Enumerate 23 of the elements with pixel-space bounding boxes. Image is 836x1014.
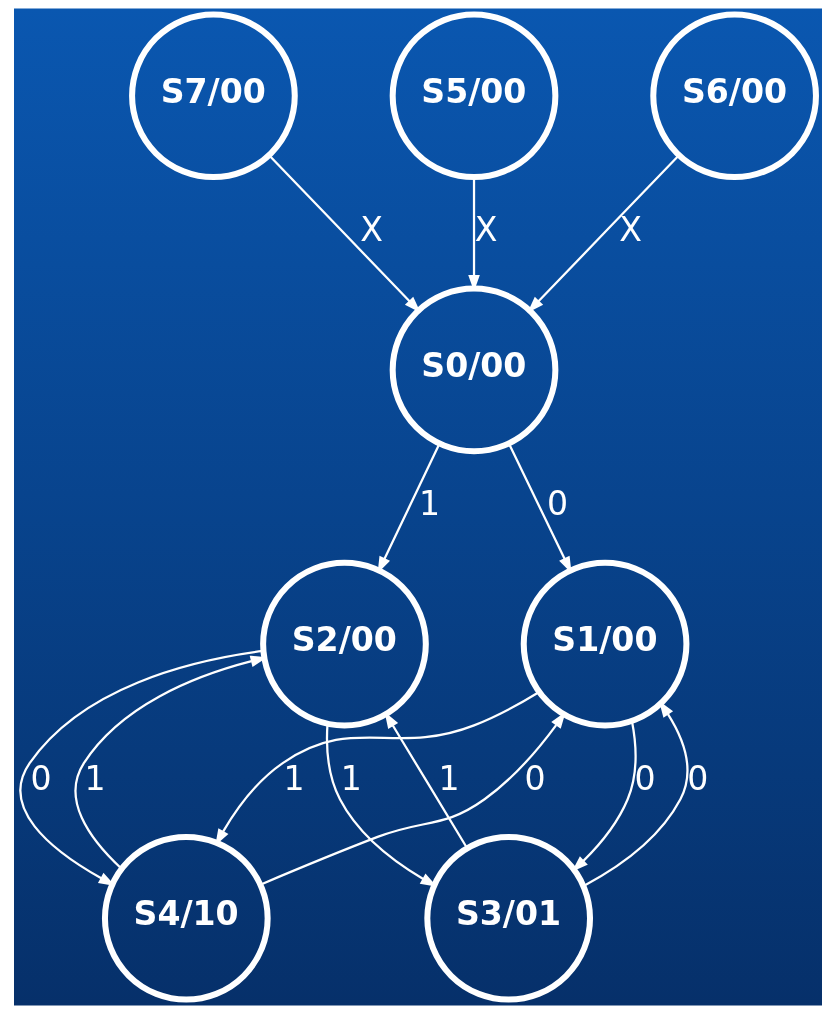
edge-label: 1: [340, 758, 362, 798]
edge-label: 1: [419, 484, 441, 524]
edge-label: 0: [524, 758, 546, 798]
edge-label: 1: [283, 758, 305, 798]
node-circle: S5/00: [389, 11, 559, 181]
node-circle: S0/00: [389, 285, 559, 455]
edge-label: 0: [547, 484, 569, 524]
edge-label: 0: [30, 758, 52, 798]
arrow: [268, 154, 421, 313]
arrow: [19, 649, 264, 886]
arrow: [215, 691, 540, 846]
edge-label: X: [360, 210, 383, 250]
edge-label: 1: [84, 758, 106, 798]
edge-label: X: [474, 210, 498, 250]
edge-label: X: [619, 210, 643, 250]
edge-label: 0: [687, 758, 709, 798]
node-circle: S3/01: [424, 833, 594, 1003]
edge-label: 1: [438, 758, 460, 798]
node-circle: S6/00: [650, 11, 819, 181]
node-circle: S7/00: [129, 11, 298, 181]
arrow: [527, 154, 680, 313]
edge-label: 0: [634, 758, 656, 798]
node-circle: S4/10: [101, 833, 271, 1003]
